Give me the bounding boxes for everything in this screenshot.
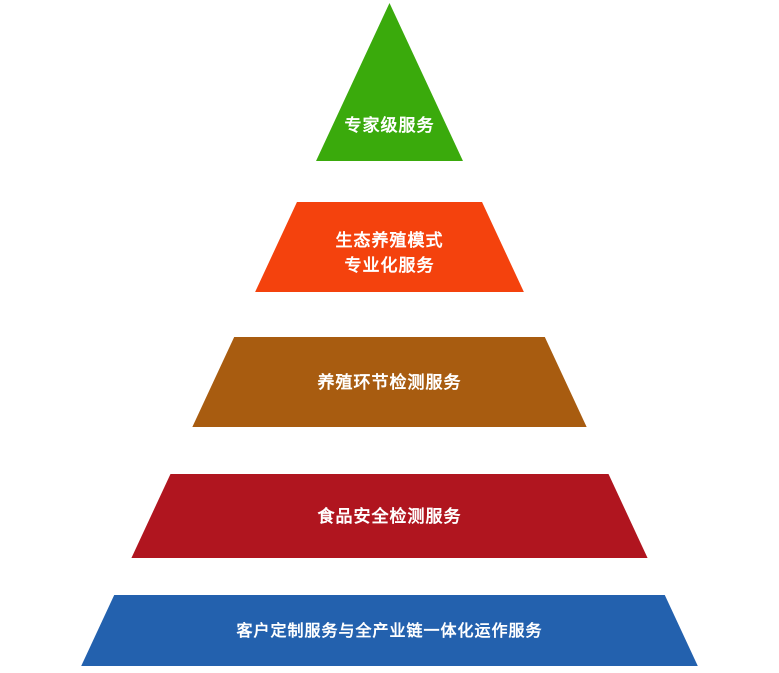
pyramid-level-expert-service bbox=[316, 3, 463, 161]
pyramid-level-label: 客户定制服务与全产业链一体化运作服务 bbox=[236, 621, 542, 640]
pyramid-level-food-safety-testing-service bbox=[131, 474, 648, 558]
pyramid-level-label: 生态养殖模式 bbox=[336, 230, 444, 251]
pyramid-level-label: 专家级服务 bbox=[345, 115, 435, 136]
pyramid-level-breeding-process-testing-service bbox=[192, 337, 587, 427]
pyramid-level-label: 专业化服务 bbox=[345, 255, 435, 276]
pyramid-level-eco-breeding-professional-service bbox=[255, 202, 524, 292]
pyramid-level-label: 食品安全检测服务 bbox=[318, 506, 462, 527]
pyramid-level-custom-full-industry-chain-service bbox=[81, 595, 698, 666]
pyramid-level-label: 养殖环节检测服务 bbox=[317, 372, 462, 393]
